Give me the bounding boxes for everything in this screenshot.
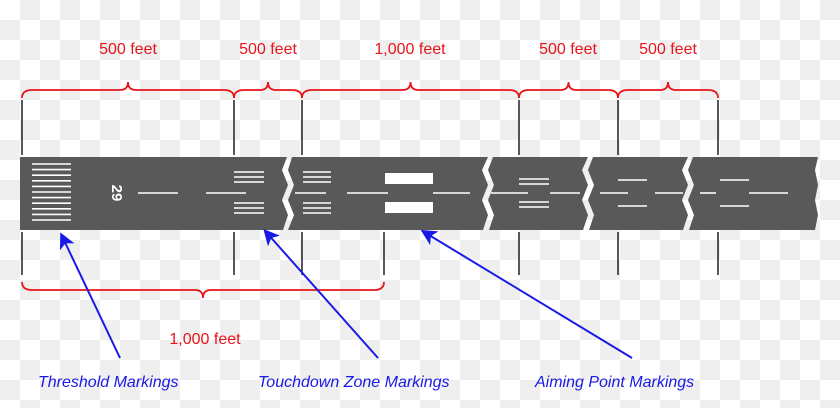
runway-segment	[588, 157, 688, 230]
runway-markings	[32, 163, 788, 221]
touchdown-zone-markings	[234, 171, 749, 214]
top-brace	[233, 81, 303, 99]
top-dimension-labels: 500 feet 500 feet 1,000 feet 500 feet 50…	[99, 41, 697, 58]
dimension-label: 500 feet	[239, 41, 297, 58]
top-brace	[518, 81, 619, 99]
dimension-braces	[21, 81, 719, 299]
dimension-label: 1,000 feet	[374, 41, 446, 58]
threshold-caption: Threshold Markings	[38, 374, 179, 391]
dimension-label: 500 feet	[639, 41, 697, 58]
top-brace	[617, 81, 719, 99]
bottom-brace	[21, 281, 385, 299]
runway-number: 29	[108, 185, 125, 202]
caption-arrows	[59, 229, 633, 359]
dimension-label: 500 feet	[99, 41, 157, 58]
dimension-label: 500 feet	[539, 41, 597, 58]
aiming-arrow	[420, 229, 633, 359]
aiming-caption: Aiming Point Markings	[534, 374, 694, 391]
reference-lines	[21, 100, 719, 275]
aiming-point-markings	[385, 173, 433, 213]
bottom-dimension-label: 1,000 feet	[169, 331, 241, 348]
threshold-markings	[32, 163, 71, 221]
threshold-arrow	[59, 232, 121, 359]
top-brace	[301, 81, 520, 99]
touchdown-arrow	[263, 229, 379, 359]
top-brace	[21, 81, 235, 99]
touchdown-caption: Touchdown Zone Markings	[258, 374, 450, 391]
runway-segment	[488, 157, 588, 230]
runway	[20, 157, 818, 230]
